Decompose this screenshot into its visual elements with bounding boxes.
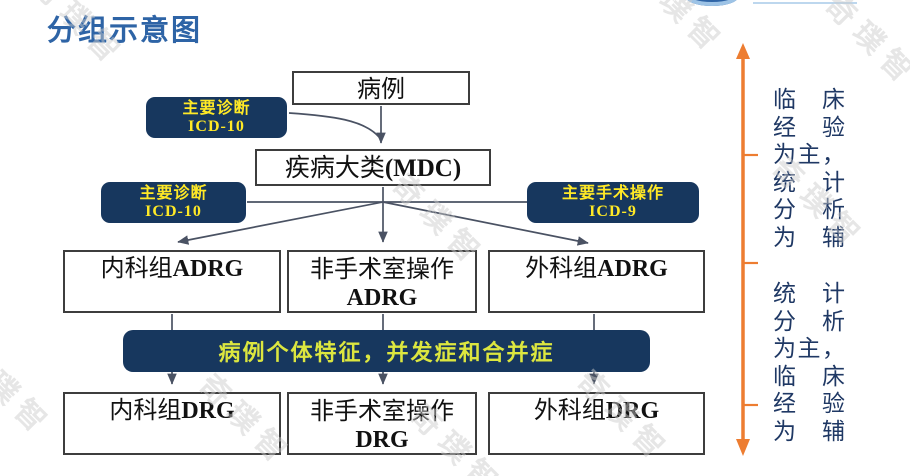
node-internal-adrg: 内科组ADRG (63, 250, 281, 313)
node-label: 非手术室操作 (310, 257, 454, 283)
annotation-line: 统计 (773, 169, 845, 195)
tag-label: 主要诊断 (182, 100, 251, 117)
node-label: 内科组 (100, 256, 173, 282)
tag-code: ICD-10 (145, 203, 202, 220)
node-label: 外科组 (525, 256, 598, 282)
node-code: DRG (605, 398, 660, 424)
annotation-line: 为辅 (773, 418, 845, 444)
annotation-statistical-first: 统计 分析 为主， 临床 经验 为辅 (773, 280, 845, 445)
bar-case-features-cc: 病例个体特征，并发症和合并症 (123, 330, 650, 372)
node-surgical-drg: 外科组DRG (488, 392, 705, 455)
node-case: 病例 (292, 71, 470, 105)
annotation-clinical-first: 临床 经验 为主， 统计 分析 为辅 (773, 86, 845, 251)
node-code: DRG (355, 426, 409, 453)
node-mdc-code: (MDC) (384, 155, 462, 182)
node-internal-drg: 内科组DRG (63, 392, 281, 455)
node-code: ADRG (346, 284, 418, 311)
node-code: ADRG (597, 256, 668, 282)
annotation-line: 为辅 (773, 224, 845, 250)
bar-label: 病例个体特征，并发症和合并症 (218, 340, 555, 365)
tag-primary-operation-right: 主要手术操作 ICD-9 (527, 182, 699, 223)
tag-primary-diagnosis-top: 主要诊断 ICD-10 (146, 97, 287, 138)
annotation-line: 经验 (773, 114, 845, 140)
annotation-line: 为主， (773, 336, 845, 361)
node-mdc: 疾病大类(MDC) (255, 149, 491, 186)
page-title: 分组示意图 (47, 15, 203, 47)
annotation-line: 临床 (773, 363, 845, 389)
node-label: 内科组 (109, 398, 182, 424)
tag-code: ICD-10 (188, 118, 245, 135)
annotation-line: 分析 (773, 197, 845, 222)
node-surgical-adrg: 外科组ADRG (488, 250, 705, 313)
annotation-line: 经验 (773, 391, 845, 416)
logo-underline (753, 2, 857, 4)
annotation-line: 临床 (773, 87, 845, 112)
node-code: ADRG (172, 256, 244, 282)
node-label: 外科组 (533, 398, 606, 424)
node-code: DRG (181, 398, 235, 424)
node-label: 非手术室操作 (310, 399, 454, 425)
logo-fragment (686, 0, 738, 6)
annotation-line: 统计 (773, 281, 845, 306)
annotation-line: 分析 (773, 308, 845, 334)
axis-double-arrow (736, 43, 758, 456)
tag-label: 主要手术操作 (561, 185, 664, 202)
annotation-line: 为主， (773, 142, 845, 167)
tag-code: ICD-9 (589, 203, 637, 220)
node-mdc-label: 疾病大类 (284, 155, 385, 182)
flow-connectors (167, 106, 599, 385)
tag-label: 主要诊断 (139, 185, 208, 202)
tag-primary-diagnosis-left: 主要诊断 ICD-10 (101, 182, 246, 223)
node-case-label: 病例 (357, 77, 405, 103)
